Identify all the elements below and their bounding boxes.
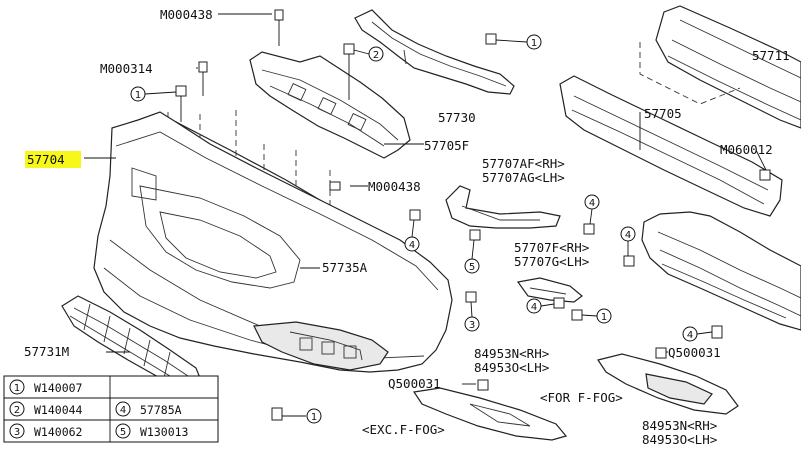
callout-circle-4-f: 4 <box>682 326 713 342</box>
callout-circle-4-d: 4 <box>526 298 555 314</box>
legend-row-4: 4 57785A <box>115 401 182 417</box>
side-bracket-57707AF <box>445 185 561 229</box>
fastener-label-m060012: M060012 <box>720 142 773 157</box>
clip-4-b <box>583 223 595 235</box>
legend-row-2: 2 W140044 <box>9 401 83 417</box>
bolt-q500031-r <box>655 347 667 359</box>
svg-text:2: 2 <box>373 50 379 61</box>
clip-4-d <box>553 297 565 309</box>
part-label-84953O-b: 84953O<LH> <box>642 432 717 447</box>
under-cover <box>641 211 801 331</box>
svg-text:3: 3 <box>469 320 475 331</box>
fog-cover-84953N-exc <box>412 387 568 441</box>
legend-code-2: W140044 <box>34 403 83 417</box>
svg-text:1: 1 <box>601 312 607 323</box>
svg-text:1: 1 <box>135 90 141 101</box>
callout-circle-4-c: 4 <box>620 226 636 256</box>
clip-4-c <box>623 255 635 267</box>
clip-1-e <box>571 309 583 321</box>
bolt-m000438-mid <box>329 181 341 191</box>
legend-code-4: 57785A <box>140 403 182 417</box>
fog-cover-84953N-ffog <box>597 353 739 415</box>
svg-text:4: 4 <box>589 198 595 209</box>
callout-circle-4-a: 4 <box>404 219 420 252</box>
callout-circle-2: 2 <box>353 46 384 62</box>
part-label-57704: 57704 <box>27 152 65 167</box>
callout-circle-4-b: 4 <box>584 194 600 225</box>
part-label-57731M: 57731M <box>24 344 69 359</box>
clip-5 <box>469 229 481 241</box>
part-label-57707AG: 57707AG<LH> <box>482 170 565 185</box>
clip-4-a <box>409 209 421 221</box>
clip-3 <box>465 291 477 303</box>
beam-57711 <box>639 5 801 129</box>
legend-table: 1 W140007 2 W140044 4 57785A 3 W140062 5… <box>3 375 219 443</box>
highlight-57704 <box>25 151 81 168</box>
part-label-57711: 57711 <box>752 48 790 63</box>
clip-1-bottom <box>271 407 283 421</box>
bolt-q500031-l <box>477 379 489 391</box>
part-label-84953N-b: 84953N<RH> <box>642 418 717 433</box>
part-label-57735A: 57735A <box>322 260 368 275</box>
note-for-ffog: <FOR F-FOG> <box>540 390 623 405</box>
legend-code-1: W140007 <box>34 381 83 395</box>
fastener-label-m000438-mid: M000438 <box>368 179 421 194</box>
fastener-label-q500031-l: Q500031 <box>388 376 441 391</box>
svg-text:2: 2 <box>14 405 20 416</box>
callout-circle-1-e: 1 <box>581 308 612 324</box>
note-exc-ffog: <EXC.F-FOG> <box>362 422 445 437</box>
legend-code-5: W130013 <box>140 425 189 439</box>
side-bracket-57707F <box>516 277 583 303</box>
part-label-57707G: 57707G<LH> <box>514 254 589 269</box>
svg-text:4: 4 <box>409 240 415 251</box>
part-label-57730: 57730 <box>438 110 476 125</box>
svg-text:3: 3 <box>14 427 20 438</box>
callout-circle-1-bottom: 1 <box>306 408 322 424</box>
legend-code-3: W140062 <box>34 425 82 439</box>
bolt-m000438-top <box>274 9 284 46</box>
fastener-label-m000438-top: M000438 <box>160 7 213 22</box>
fastener-label-m000314: M000314 <box>100 61 153 76</box>
grille-bracket-57705F <box>249 51 411 159</box>
callout-circle-3: 3 <box>464 301 480 332</box>
part-label-84953N: 84953N<RH> <box>474 346 549 361</box>
clip-1-left <box>175 85 187 122</box>
svg-text:4: 4 <box>687 330 693 341</box>
bumper-beam-57705 <box>559 75 783 217</box>
bolt-m000314 <box>198 61 208 96</box>
svg-text:4: 4 <box>531 302 537 313</box>
legend-row-1: 1 W140007 <box>9 379 83 395</box>
bolt-m060012 <box>759 169 771 181</box>
part-label-57707AF: 57707AF<RH> <box>482 156 565 171</box>
upper-bracket-57730 <box>354 9 515 95</box>
legend-row-5: 5 W130013 <box>115 423 189 439</box>
svg-text:5: 5 <box>120 427 126 438</box>
part-label-57705: 57705 <box>644 106 682 121</box>
svg-text:4: 4 <box>120 405 126 416</box>
svg-text:1: 1 <box>14 383 20 394</box>
part-label-84953O: 84953O<LH> <box>474 360 549 375</box>
clip-2-top <box>343 43 355 100</box>
legend-row-3: 3 W140062 <box>9 423 82 439</box>
callout-circle-1-b: 1 <box>495 34 542 50</box>
clip-4-f <box>711 325 723 339</box>
bumper-cover-57704 <box>93 111 453 373</box>
svg-text:1: 1 <box>531 38 537 49</box>
part-label-57705F: 57705F <box>424 138 469 153</box>
svg-text:1: 1 <box>311 412 317 423</box>
part-label-57707F: 57707F<RH> <box>514 240 589 255</box>
fastener-label-q500031-r: Q500031 <box>668 345 721 360</box>
svg-text:5: 5 <box>469 262 475 273</box>
clip-1-top <box>485 33 497 45</box>
callout-circle-5: 5 <box>464 239 480 274</box>
svg-text:4: 4 <box>625 230 631 241</box>
callout-circle-1-a: 1 <box>130 86 177 102</box>
